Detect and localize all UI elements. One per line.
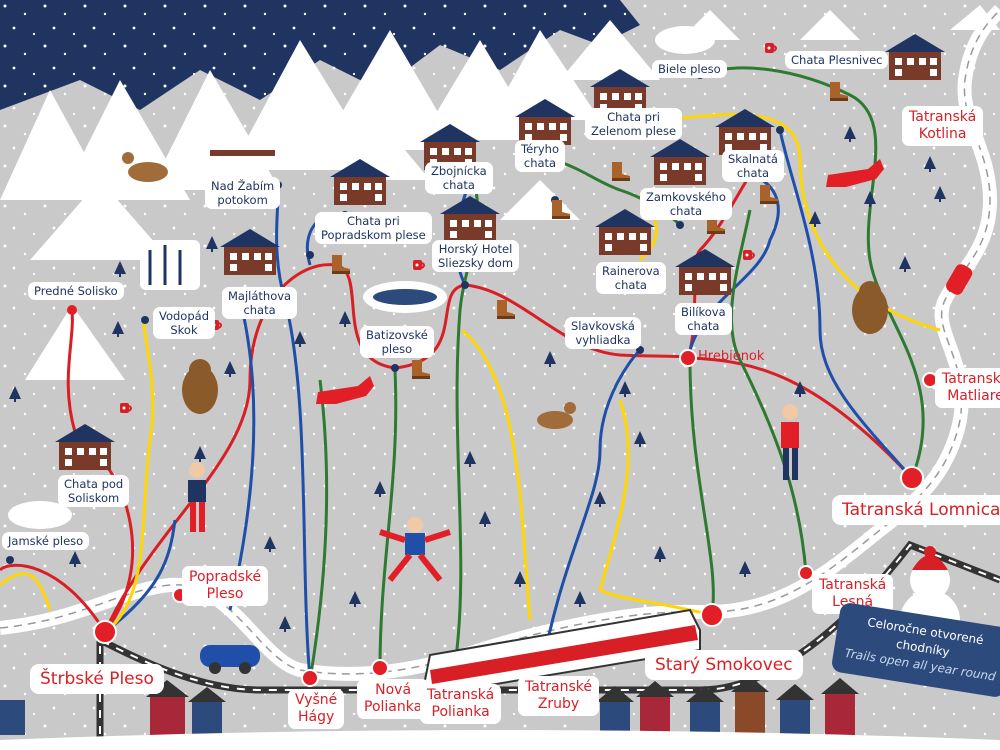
label-chata-pri-popradskom-plese: Chata pri Popradskom plese [315, 212, 432, 244]
trail-red [687, 356, 914, 480]
label-biele-pleso: Biele pleso [652, 60, 727, 78]
label-strbske-pleso: Štrbské Pleso [30, 664, 164, 694]
label-slavkovska-vyhliadka: Slavkovská vyhliadka [565, 317, 641, 349]
label-tatranske-matliare: Tatranské Matliare [935, 368, 1000, 408]
trail-blue [538, 348, 642, 681]
lake-icon [8, 501, 72, 529]
label-skalnata-chata: Skalnatá chata [722, 150, 784, 182]
trail-green [729, 209, 808, 574]
label-hrebienok: Hrebienok [698, 349, 765, 364]
label-rainerova-chata: Rainerova chata [596, 262, 666, 294]
bear-icon [182, 359, 218, 414]
trail-yellow [461, 328, 532, 621]
trail-yellow [104, 319, 155, 634]
trail-yellow [598, 399, 630, 591]
hiker-icon [188, 462, 206, 532]
lake-icon [655, 26, 715, 54]
label-tatranska-polianka: Tatranská Polianka [420, 684, 502, 724]
trail-yellow [599, 588, 713, 617]
fox-icon [316, 376, 374, 404]
trail-yellow [0, 572, 52, 611]
chamois-icon [537, 402, 576, 429]
bear-icon [852, 281, 888, 334]
trail-blue [228, 299, 256, 611]
label-tatranske-zruby: Tatranské Zruby [518, 676, 600, 716]
label-chata-plesnivec: Chata Plesnivec [785, 51, 889, 69]
label-stary-smokovec: Starý Smokovec [645, 650, 803, 680]
label-popradske-pleso-stop: Popradské Pleso [182, 566, 269, 606]
label-jamske-pleso: Jamské pleso [2, 532, 90, 550]
label-zamkovskeho-chata: Zamkovského chata [640, 188, 732, 220]
trail-blue [275, 184, 312, 681]
snow-angel-icon [379, 517, 451, 582]
label-vodopad-skok: Vodopád Skok [153, 307, 215, 339]
label-nova-polianka: Nová Polianka [357, 679, 430, 719]
waterfall-icon [140, 240, 200, 290]
label-nad-zabim-potokom: Nad Žabím potokom [205, 177, 281, 209]
car-icon [200, 645, 260, 674]
trail-green [378, 369, 398, 669]
trail-yellow [638, 219, 658, 262]
label-chata-pod-soliskom: Chata pod Soliskom [58, 475, 130, 507]
label-tatranska-kotlina: Tatranská Kotlina [902, 106, 984, 146]
label-predne-solisko: Predné Solisko [28, 282, 124, 300]
trail-green [699, 66, 925, 479]
label-majlathova-chata: Majláthova chata [222, 287, 298, 319]
trail-red [0, 563, 107, 633]
chamois-icon [122, 152, 168, 182]
trail-blue [778, 129, 914, 480]
mountain-icon [0, 5, 1000, 260]
label-batizovske-pleso: Batizovské pleso [360, 326, 434, 358]
label-vysne-hagy: Vyšné Hágy [288, 689, 345, 729]
trail-blue [104, 519, 177, 634]
bench-icon [210, 150, 275, 156]
mountain-icon [25, 305, 125, 380]
label-zbojnicka-chata: Zbojnícka chata [425, 162, 493, 194]
fox-icon [826, 159, 884, 187]
label-horsky-hotel: Horský Hotel Sliezsky dom [432, 240, 520, 272]
hiker-icon [781, 404, 799, 480]
label-chata-pri-zelenom-plese: Chata pri Zelenom plese [585, 108, 683, 140]
trail-green [688, 359, 715, 616]
label-bilikova-chata: Bilíkova chata [675, 303, 732, 335]
label-tatranska-lomnica: Tatranská Lomnica [832, 495, 1000, 525]
trail-green [308, 379, 329, 681]
car-icon [946, 264, 973, 295]
label-teryho-chata: Téryho chata [515, 140, 566, 172]
